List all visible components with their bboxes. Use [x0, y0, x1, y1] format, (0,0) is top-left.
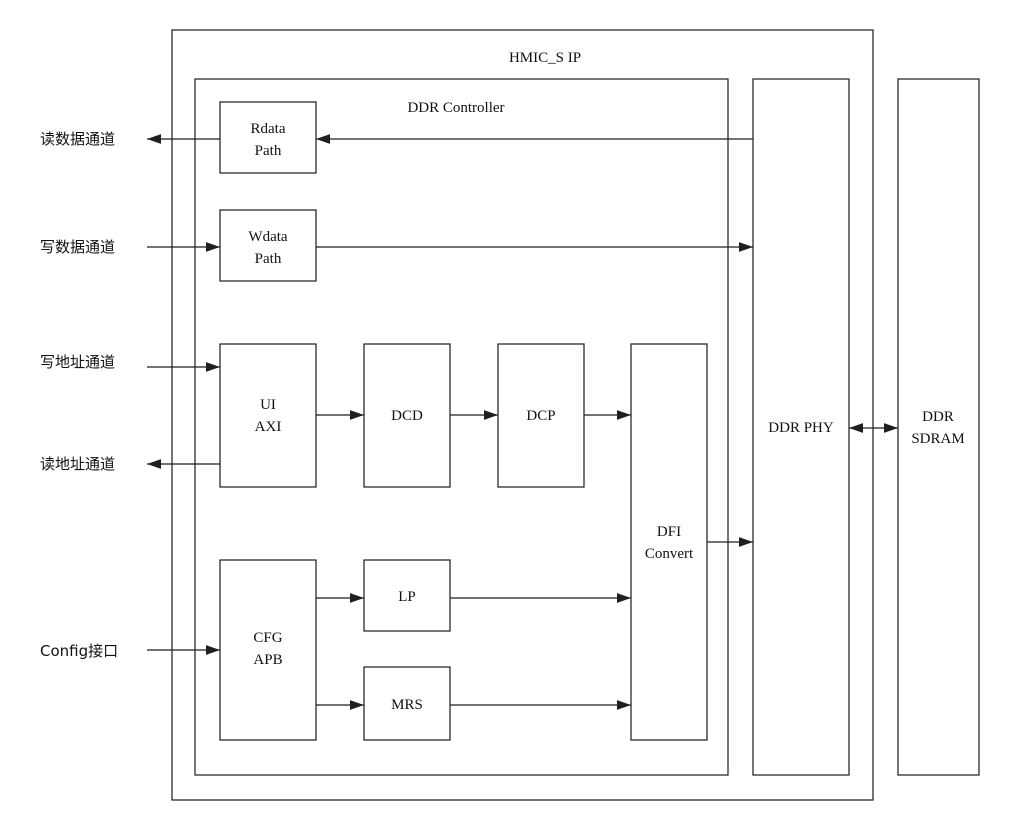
mrs-label: MRS	[391, 697, 423, 713]
lp-label: LP	[398, 589, 416, 605]
rdata-path-label-2: Path	[255, 143, 282, 159]
dfi-convert-label-1: DFI	[657, 524, 681, 540]
cfg-apb-block: CFG APB	[219, 559, 317, 741]
cfg-apb-label-2: APB	[253, 652, 282, 668]
dcp-block: DCP	[497, 343, 585, 488]
rdata-path-block: Rdata Path	[219, 101, 317, 174]
dcp-label: DCP	[526, 408, 555, 424]
rdata-path-label-1: Rdata	[251, 121, 286, 137]
ddr-sdram-label-2: SDRAM	[911, 431, 964, 447]
wdata-path-label-2: Path	[255, 251, 282, 267]
wdata-path-block: Wdata Path	[219, 209, 317, 282]
dfi-convert-label-2: Convert	[645, 546, 694, 562]
ui-axi-block: UI AXI	[219, 343, 317, 488]
dcd-label: DCD	[391, 408, 423, 424]
connectors	[147, 134, 898, 710]
ui-axi-label-2: AXI	[255, 419, 282, 435]
lp-block: LP	[363, 559, 451, 632]
ddr-phy-label: DDR PHY	[768, 420, 834, 436]
cfg-apb-label-1: CFG	[253, 630, 282, 646]
config-interface-label: Config接口	[40, 642, 118, 660]
dcd-block: DCD	[363, 343, 451, 488]
ddr-sdram-label-1: DDR	[922, 409, 954, 425]
hmic-s-ip-title: HMIC_S IP	[509, 50, 581, 66]
ddr-phy-block: DDR PHY	[752, 78, 850, 776]
write-data-channel-label: 写数据通道	[40, 238, 115, 256]
ddr-sdram-block: DDR SDRAM	[897, 78, 980, 776]
write-addr-channel-label: 写地址通道	[40, 353, 115, 371]
dfi-convert-block: DFI Convert	[630, 343, 708, 741]
ui-axi-label-1: UI	[260, 397, 276, 413]
read-data-channel-label: 读数据通道	[40, 130, 115, 148]
wdata-path-label-1: Wdata	[248, 229, 287, 245]
ddr-controller-title: DDR Controller	[407, 100, 504, 116]
read-addr-channel-label: 读地址通道	[40, 455, 115, 473]
mrs-block: MRS	[363, 666, 451, 741]
